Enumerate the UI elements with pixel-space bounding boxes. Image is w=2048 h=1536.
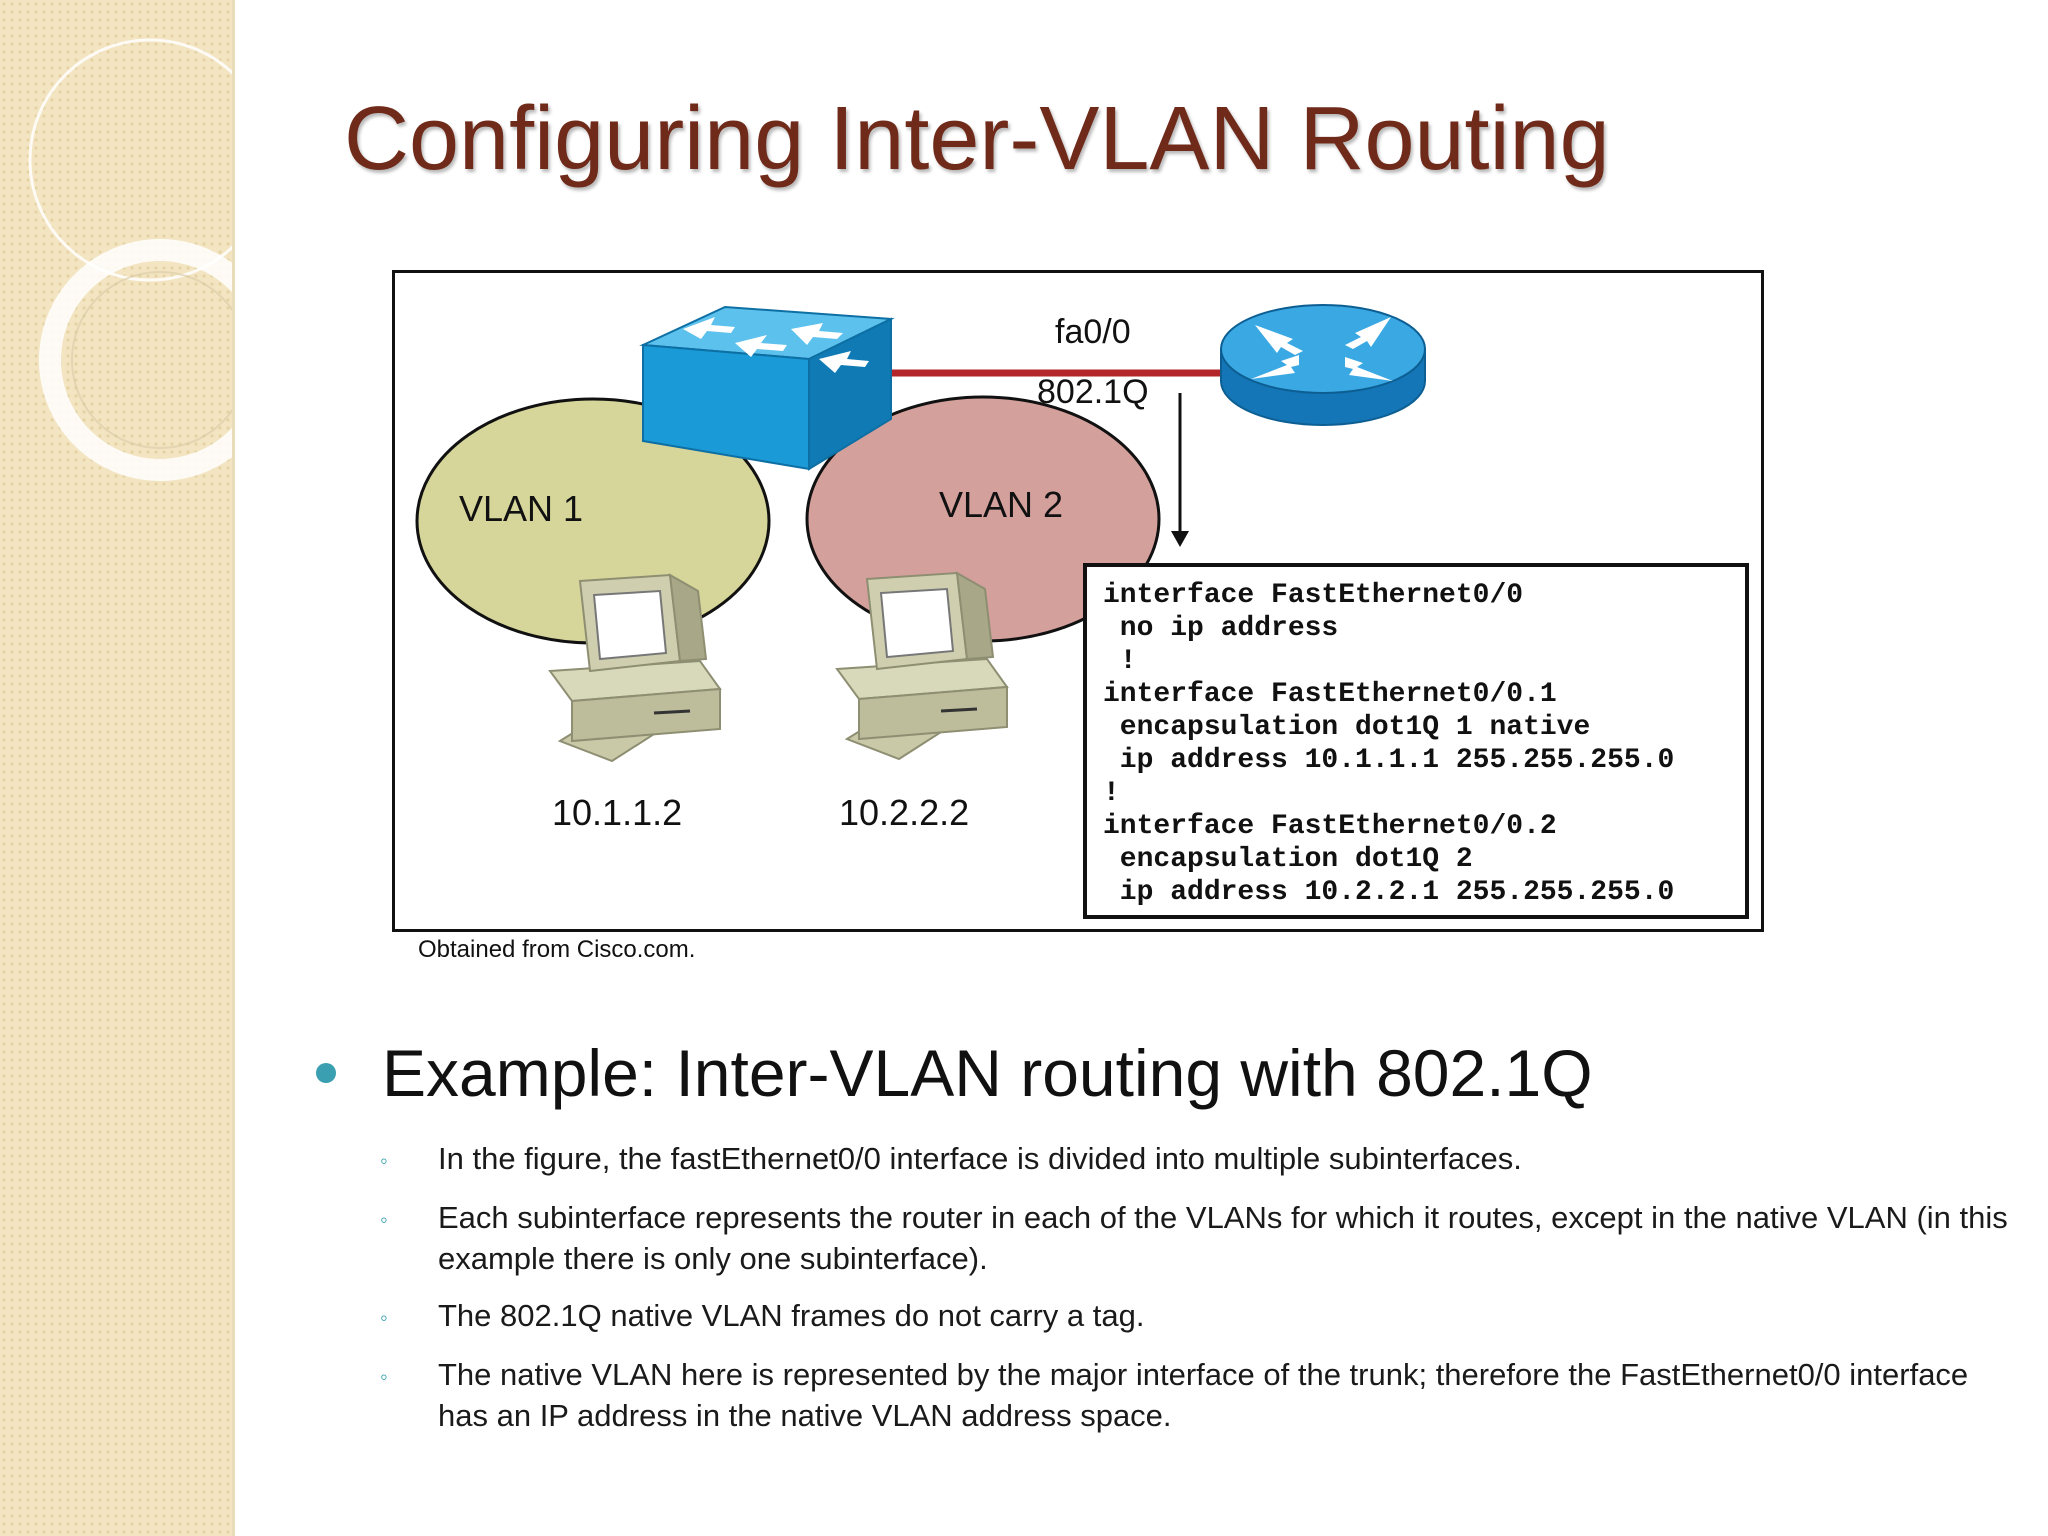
computer-icon [548,573,722,763]
hollow-bullet-icon: ◦ [380,1364,388,1389]
main-bullet: Example: Inter-VLAN routing with 802.1Q [310,1035,1593,1111]
interface-label: fa0/0 [1055,313,1131,351]
config-line: encapsulation dot1Q 1 native [1103,712,1590,743]
config-line: ! [1103,778,1120,809]
host2-ip-label: 10.2.2.2 [839,792,969,833]
config-line: encapsulation dot1Q 2 [1103,844,1473,875]
config-line: interface FastEthernet0/0.1 [1103,679,1557,710]
hollow-bullet-icon: ◦ [380,1305,388,1330]
network-diagram: fa0/0 802.1Q VLAN 1 VLAN 2 10.1.1.2 10.2… [415,304,1749,919]
hollow-bullet-icon: ◦ [380,1207,388,1232]
sub-bullet-text: In the figure, the fastEthernet0/0 inter… [438,1141,1522,1176]
bullet-dot-icon [316,1063,336,1083]
config-box [1083,563,1749,919]
sub-bullet-list: ◦ In the figure, the fastEthernet0/0 int… [380,1138,2010,1452]
trunk-protocol-label: 802.1Q [1037,373,1149,411]
network-figure: fa0/0 802.1Q VLAN 1 VLAN 2 10.1.1.2 10.2… [392,270,1764,932]
config-line: no ip address [1103,613,1338,644]
sub-bullet: ◦ Each subinterface represents the route… [380,1197,2010,1279]
slide-title: Configuring Inter-VLAN Routing [344,89,1610,189]
sub-bullet: ◦ The native VLAN here is represented by… [380,1354,2010,1436]
config-line: ip address 10.1.1.1 255.255.255.0 [1103,745,1674,776]
host1-ip-label: 10.1.1.2 [552,792,682,833]
config-line: ! [1103,646,1137,677]
decorative-side-band [0,0,235,1536]
figure-caption: Obtained from Cisco.com. [418,936,696,963]
vlan1-label: VLAN 1 [459,488,583,529]
config-pointer-arrowhead [1171,531,1189,547]
sub-bullet: ◦ The 802.1Q native VLAN frames do not c… [380,1295,2010,1338]
main-bullet-text: Example: Inter-VLAN routing with 802.1Q [382,1036,1593,1110]
config-line: interface FastEthernet0/0 [1103,580,1523,611]
vlan2-label: VLAN 2 [939,484,1063,525]
sub-bullet-text: Each subinterface represents the router … [438,1200,2008,1276]
sub-bullet: ◦ In the figure, the fastEthernet0/0 int… [380,1138,2010,1181]
computer-icon [835,571,1009,761]
switch-icon [639,305,895,471]
config-line: interface FastEthernet0/0.2 [1103,811,1557,842]
config-text: interface FastEthernet0/0 no ip address … [1103,580,1674,908]
sub-bullet-text: The 802.1Q native VLAN frames do not car… [438,1298,1145,1333]
decorative-rings [28,38,232,481]
hollow-bullet-icon: ◦ [380,1148,388,1173]
config-line: ip address 10.2.2.1 255.255.255.0 [1103,877,1674,908]
sub-bullet-text: The native VLAN here is represented by t… [438,1357,1969,1433]
router-icon [1220,304,1426,426]
